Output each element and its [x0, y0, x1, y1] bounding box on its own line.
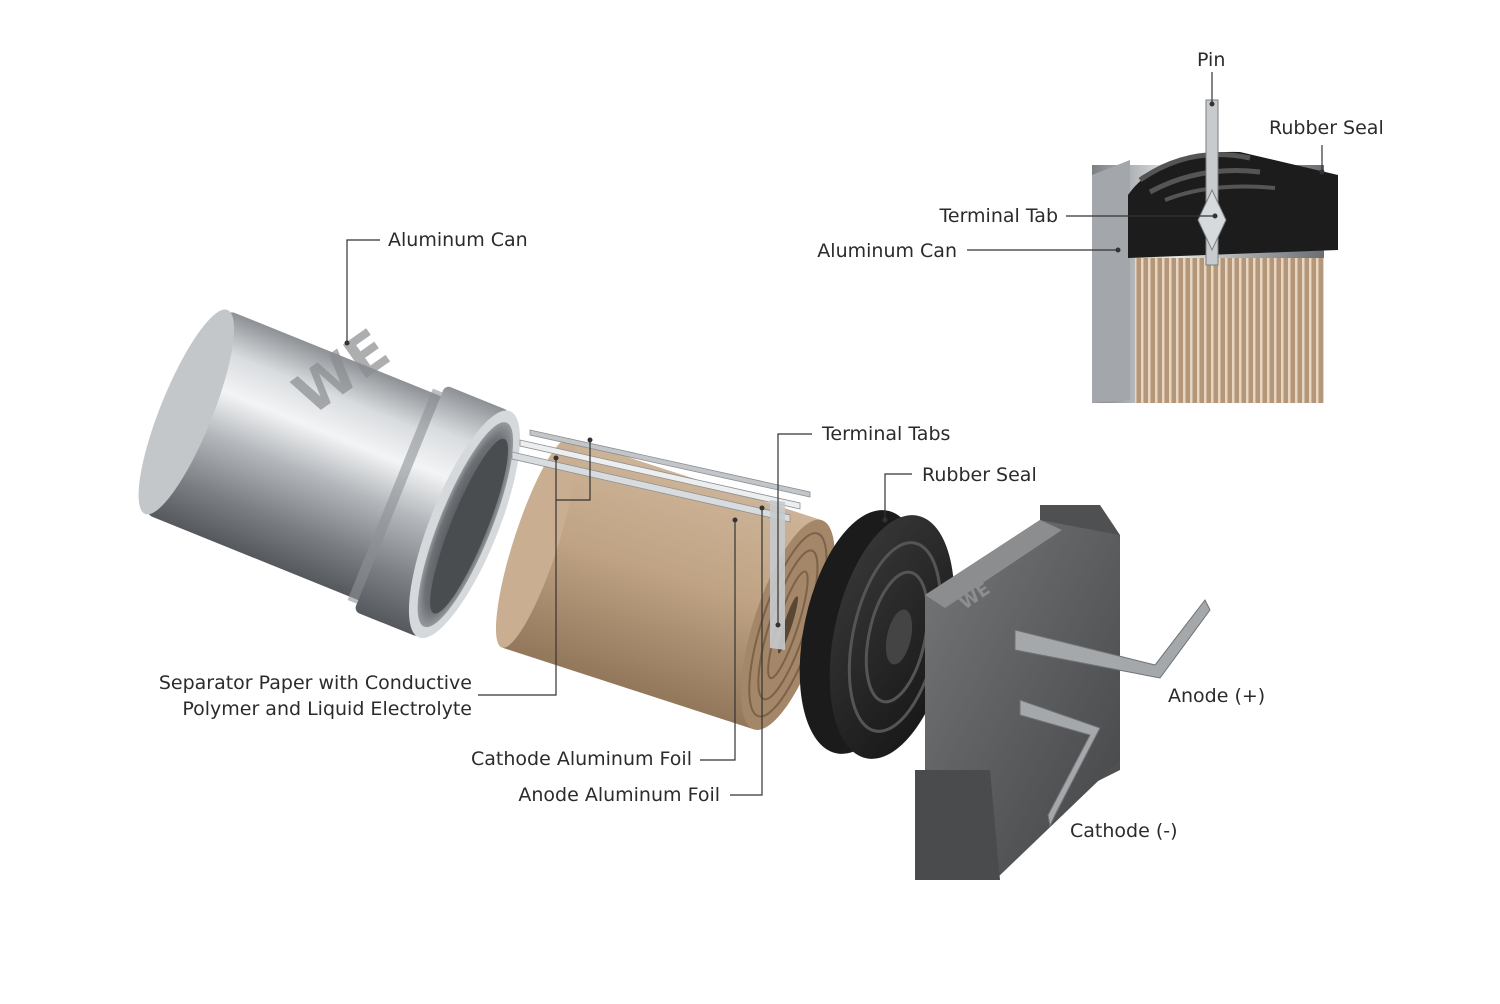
label-terminal-tabs: Terminal Tabs [822, 423, 951, 445]
label-rubber-seal: Rubber Seal [922, 464, 1037, 486]
inset-label-rubber-seal: Rubber Seal [1269, 117, 1384, 139]
label-cathode-terminal: Cathode (-) [1070, 820, 1178, 842]
label-separator-line1: Separator Paper with Conductive [158, 672, 472, 694]
label-cathode-foil: Cathode Aluminum Foil [471, 748, 692, 770]
inset-label-terminal-tab: Terminal Tab [939, 205, 1059, 227]
label-anode-terminal: Anode (+) [1168, 685, 1266, 707]
cross-section-inset [1092, 99, 1338, 403]
label-separator-line2: Polymer and Liquid Electrolyte [182, 698, 472, 720]
base-plate: WE [915, 505, 1211, 880]
paper-winding [495, 429, 835, 730]
aluminum-can: WE [138, 309, 520, 639]
leader-lines [344, 72, 1325, 796]
label-aluminum-can: Aluminum Can [388, 229, 528, 251]
label-anode-foil: Anode Aluminum Foil [518, 784, 720, 806]
inset-label-aluminum-can: Aluminum Can [817, 240, 957, 262]
inset-label-pin: Pin [1197, 49, 1226, 71]
rubber-seal [799, 510, 955, 759]
